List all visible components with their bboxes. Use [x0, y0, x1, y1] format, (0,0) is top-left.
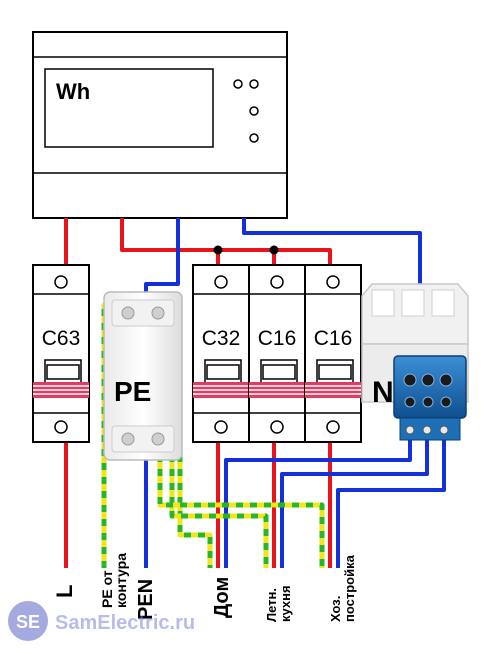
meter-display — [44, 68, 214, 148]
terminal-screw-icon — [54, 275, 68, 289]
energy-meter: Wh — [32, 31, 288, 219]
toggle-lever-icon — [204, 359, 242, 382]
terminal-label-shed: Хоз. постройка — [328, 554, 357, 622]
junction-dot — [269, 245, 279, 255]
breakers: C63 C32 C16 C16 — [32, 264, 362, 443]
junction-dot — [213, 245, 223, 255]
terminal-screw-icon — [326, 420, 340, 434]
meter-led-icon — [249, 133, 259, 143]
watermark-text: SamElectric.ru — [55, 612, 195, 634]
breaker-main: C63 — [32, 264, 90, 443]
n-bus-label: N — [372, 376, 394, 409]
terminal-screw-icon — [326, 275, 340, 289]
toggle-lever-icon — [44, 359, 82, 382]
breaker-kitchen: C16 — [248, 264, 306, 443]
breaker-dom: C32 — [192, 264, 250, 443]
meter-led-icon — [233, 79, 243, 89]
toggle-lever-icon — [260, 359, 298, 382]
meter-led-icon — [249, 106, 259, 116]
pe-terminal-block: PE — [103, 291, 183, 461]
toggle-lever-icon — [316, 359, 354, 382]
terminal-screw-icon — [270, 275, 284, 289]
meter-display-label: Wh — [56, 79, 90, 104]
breaker-rating-label: C16 — [258, 327, 297, 350]
watermark: SE SamElectric.ru — [8, 601, 195, 641]
watermark-badge: SE — [16, 612, 40, 632]
terminal-screw-icon — [214, 420, 228, 434]
terminal-screw-icon — [54, 420, 68, 434]
breaker-rating-label: C16 — [314, 327, 353, 350]
meter-led-icon — [249, 79, 259, 89]
breaker-rating-label: C32 — [202, 327, 241, 350]
breaker-shed: C16 — [304, 264, 362, 443]
watermark-logo-icon — [8, 601, 48, 641]
breaker-rating-label: C63 — [42, 327, 81, 350]
terminal-label-pe-contour: PE от контура — [99, 553, 129, 608]
n-terminal-block: N — [361, 283, 469, 441]
terminal-label-kitchen: Летн. кухня — [264, 584, 293, 622]
terminal-label-dom: Дом — [211, 577, 233, 618]
pe-bus-label: PE — [114, 376, 151, 407]
terminal-screw-icon — [270, 420, 284, 434]
terminal-label-pen: PEN — [135, 579, 157, 620]
terminal-screw-icon — [214, 275, 228, 289]
terminal-label-L: L — [52, 585, 77, 598]
